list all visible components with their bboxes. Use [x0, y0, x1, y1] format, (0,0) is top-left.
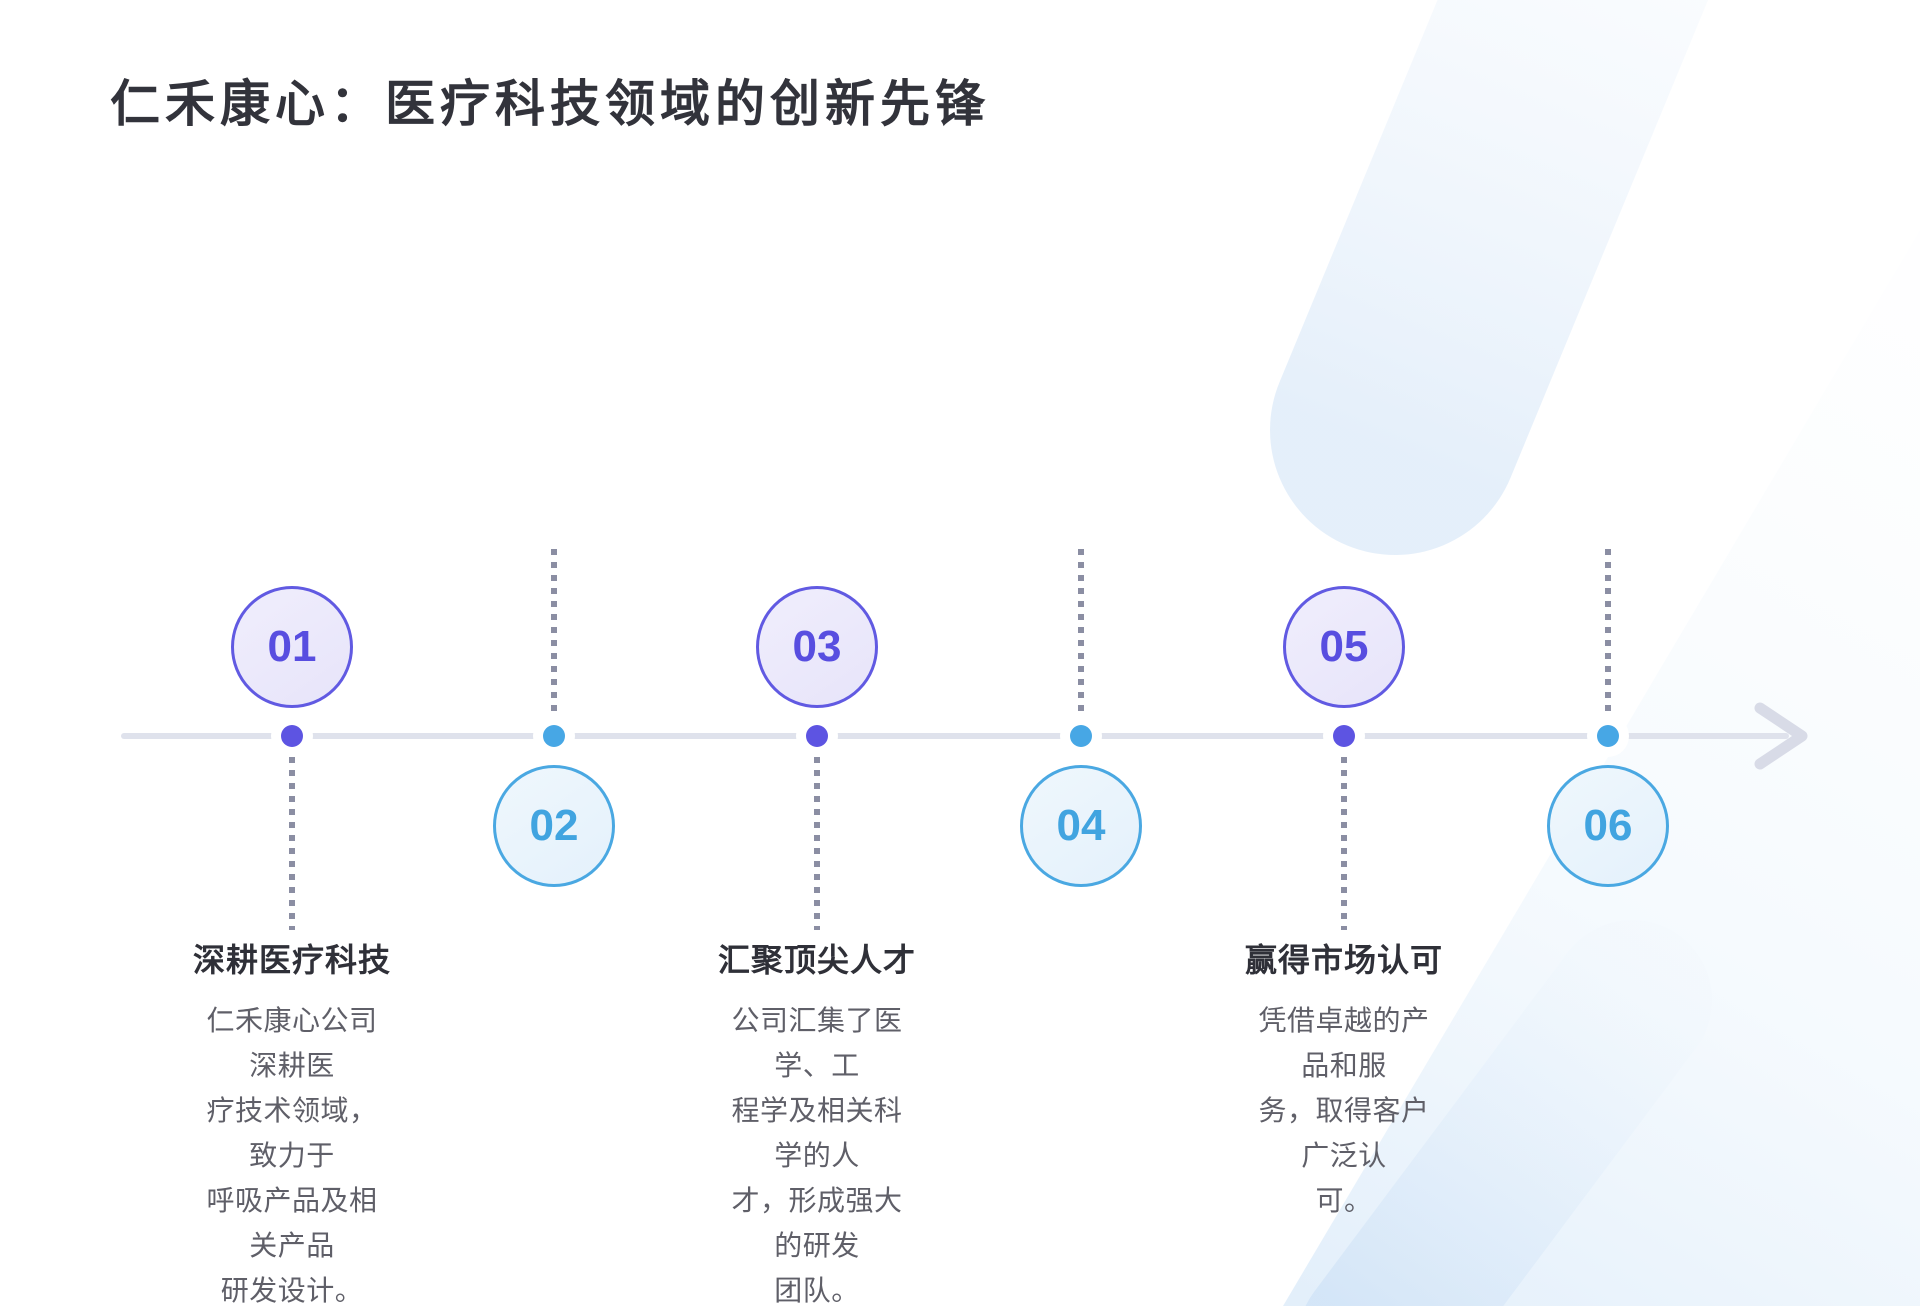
step-number-badge: 05	[1283, 586, 1405, 708]
timeline-dot	[1333, 725, 1355, 747]
timeline-arrow-icon	[1754, 702, 1808, 770]
step-number: 01	[267, 622, 317, 671]
milestone-text: 赢得市场认可 凭借卓越的产品和服 务，取得客户广泛认 可。	[1245, 935, 1443, 1223]
milestone-text: 汇聚顶尖人才 公司汇集了医学、工 程学及相关科学的人 才，形成强大的研发 团队。	[718, 935, 916, 1306]
step-number-badge: 03	[756, 586, 878, 708]
step-number: 04	[1056, 801, 1106, 850]
step-number-badge: 04	[1020, 765, 1142, 887]
timeline-dot	[1597, 725, 1619, 747]
timeline-dot	[1070, 725, 1092, 747]
dashed-connector	[814, 757, 820, 930]
step-number: 06	[1583, 801, 1633, 850]
milestone-description: 凭借卓越的产品和服 务，取得客户广泛认 可。	[1258, 1005, 1430, 1216]
milestone-title: 深耕医疗科技	[192, 942, 392, 978]
dashed-connector	[551, 549, 557, 716]
step-number-badge: 06	[1547, 765, 1669, 887]
timeline-dot	[543, 725, 565, 747]
step-number-badge: 01	[231, 586, 353, 708]
timeline-dot	[806, 725, 828, 747]
milestone-description: 仁禾康心公司深耕医 疗技术领域，致力于 呼吸产品及相关产品 研发设计。	[206, 1005, 378, 1306]
step-number: 05	[1319, 622, 1369, 671]
step-number-badge: 02	[493, 765, 615, 887]
milestone-title: 赢得市场认可	[1244, 942, 1444, 978]
dashed-connector	[1078, 549, 1084, 716]
dashed-connector	[1341, 757, 1347, 930]
dashed-connector	[289, 757, 295, 930]
milestone-description: 公司汇集了医学、工 程学及相关科学的人 才，形成强大的研发 团队。	[731, 1005, 903, 1306]
dashed-connector	[1605, 549, 1611, 716]
step-number: 03	[792, 622, 842, 671]
step-number: 02	[529, 801, 579, 850]
milestone-text: 深耕医疗科技 仁禾康心公司深耕医 疗技术领域，致力于 呼吸产品及相关产品 研发设…	[193, 935, 391, 1306]
timeline-line	[121, 733, 1789, 739]
milestone-title: 汇聚顶尖人才	[717, 942, 917, 978]
timeline-dot	[281, 725, 303, 747]
page-title: 仁禾康心：医疗科技领域的创新先锋	[110, 76, 990, 132]
